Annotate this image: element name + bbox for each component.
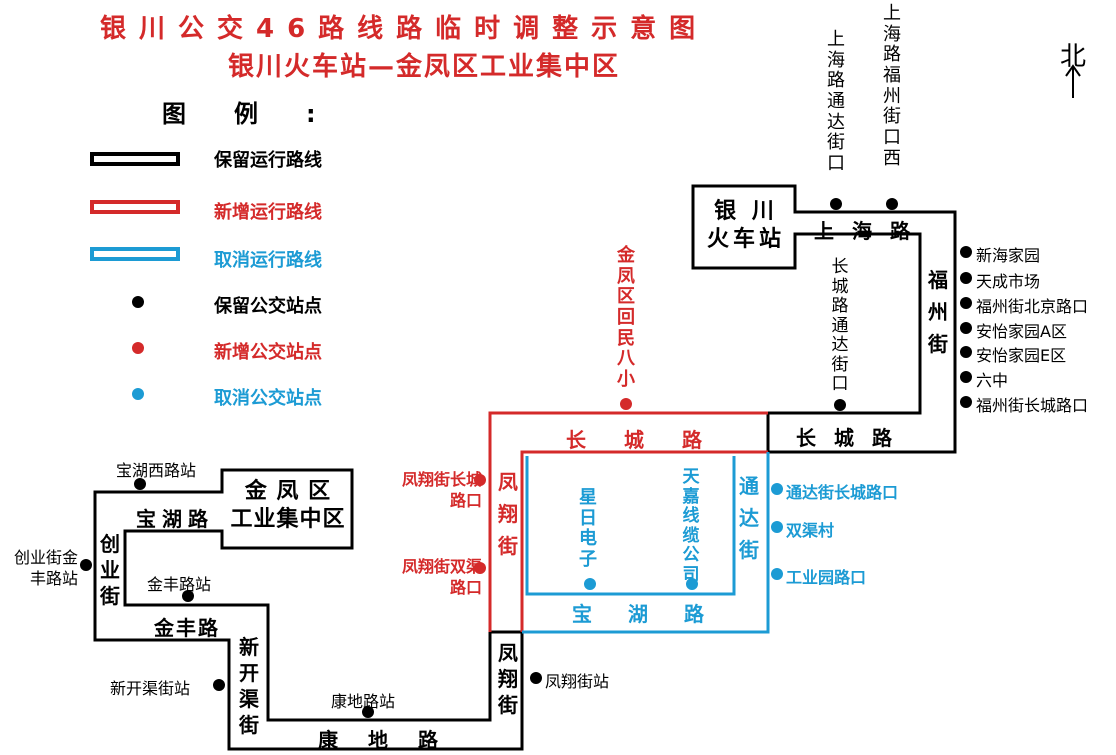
north-arrow-icon xyxy=(1065,64,1081,98)
stop-dot-kept xyxy=(960,297,972,309)
stop-dot-kept xyxy=(362,706,374,718)
stop-label: 凤翔街双渠路口 xyxy=(401,557,482,597)
stop-dot-kept xyxy=(830,198,842,210)
stop-dot-cancelled xyxy=(686,578,698,590)
road-chuangye-street: 创业街 xyxy=(100,532,120,608)
cancelled-route-lines xyxy=(522,452,770,634)
stop-label: 宝湖西路站 xyxy=(116,461,197,480)
stop-label: 六中 xyxy=(976,371,1009,390)
stop-label: 长城路通达街口 xyxy=(831,257,849,395)
stop-label: 凤翔街长城路口 xyxy=(401,470,482,510)
legend-dot-cancelled-stop xyxy=(132,388,144,400)
road-baohu-west: 宝湖路 xyxy=(136,507,214,531)
stop-label: 上海路通达街口 xyxy=(827,29,845,175)
stop-dot-added xyxy=(474,474,486,486)
road-changcheng-west: 长城路 xyxy=(566,428,740,452)
road-kangdi: 康地路 xyxy=(318,728,468,752)
stop-dot-kept xyxy=(182,590,194,602)
stop-dot-cancelled xyxy=(584,578,596,590)
stop-label: 天成市场 xyxy=(976,272,1041,291)
stop-label: 福州街长城路口 xyxy=(976,396,1089,415)
stop-dot-kept xyxy=(960,322,972,334)
road-changcheng-east: 长城路 xyxy=(796,426,910,450)
stop-dot-kept xyxy=(960,396,972,408)
road-jinfeng: 金丰路 xyxy=(154,616,220,640)
legend-dot-kept-stop xyxy=(132,296,144,308)
legend-heading: 图例: xyxy=(162,100,364,128)
stop-label: 金丰路站 xyxy=(147,575,212,594)
stop-dot-kept xyxy=(960,272,972,284)
stop-dot-kept xyxy=(134,478,146,490)
stop-label: 凤翔街站 xyxy=(545,672,610,691)
legend-label-added-route: 新增运行路线 xyxy=(214,202,322,223)
legend-swatch-cancelled-route xyxy=(90,247,180,261)
added-route-inner xyxy=(520,450,768,632)
added-route-lines xyxy=(488,411,768,632)
stop-label: 金凤区回民八小 xyxy=(617,245,635,391)
stop-dot-added xyxy=(474,562,486,574)
north-label: 北 xyxy=(1060,42,1087,72)
map-title: 银川公交46路线路临时调整示意图 xyxy=(100,14,709,44)
legend-swatch-kept-route xyxy=(90,152,180,166)
stop-dot-kept xyxy=(960,246,972,258)
stop-dot-cancelled xyxy=(771,483,783,495)
stop-dot-kept xyxy=(834,399,846,411)
cancelled-route-inner xyxy=(525,456,736,596)
legend-swatch-added-route xyxy=(90,200,180,214)
road-baohu-center: 宝湖路 xyxy=(572,602,740,626)
added-route-outer xyxy=(488,411,768,632)
terminal-yinchuan-station: 银 川 火车站 xyxy=(706,199,785,252)
stop-dot-kept xyxy=(530,672,542,684)
legend-label-added-stop: 新增公交站点 xyxy=(214,342,322,363)
road-xinkaiqu-street: 新开渠街 xyxy=(239,635,259,737)
stop-label: 安怡家园E区 xyxy=(976,346,1067,365)
stop-dot-cancelled xyxy=(771,568,783,580)
road-shanghai: 上海路 xyxy=(814,219,928,243)
legend-label-cancelled-stop: 取消公交站点 xyxy=(214,388,322,409)
stop-dot-kept xyxy=(960,371,972,383)
road-fuzhou-street: 福州街 xyxy=(928,268,948,356)
terminal-jinfeng-zone: 金 凤 区 工业集中区 xyxy=(230,479,346,532)
stop-label: 工业园路口 xyxy=(786,568,867,587)
stop-dot-kept xyxy=(960,346,972,358)
stop-label: 天嘉线缆公司 xyxy=(682,467,700,585)
legend-dot-added-stop xyxy=(132,342,144,354)
stop-label: 安怡家园A区 xyxy=(976,322,1067,341)
legend-label-kept-stop: 保留公交站点 xyxy=(214,296,322,317)
west-route-box xyxy=(93,468,524,751)
stop-dot-kept xyxy=(886,198,898,210)
road-fengxiang-street-south: 凤翔街 xyxy=(498,641,518,717)
stop-label: 星日电子 xyxy=(579,487,597,571)
stop-label: 康地路站 xyxy=(331,692,396,711)
stop-label: 上海路福州街口西 xyxy=(883,3,901,169)
stop-label: 福州街北京路口 xyxy=(976,297,1089,316)
stop-label: 新开渠街站 xyxy=(110,679,191,698)
cancelled-route-outer xyxy=(522,452,770,634)
stop-dot-cancelled xyxy=(771,521,783,533)
map-subtitle: 银川火车站—金凤区工业集中区 xyxy=(228,52,621,82)
stop-label: 双渠村 xyxy=(786,521,835,540)
legend-label-cancelled-route: 取消运行路线 xyxy=(214,250,322,271)
stop-dot-kept xyxy=(213,679,225,691)
stop-dot-kept xyxy=(80,559,92,571)
stop-label: 通达街长城路口 xyxy=(786,483,899,502)
stop-label: 创业街金丰路站 xyxy=(13,548,78,588)
stop-dot-added xyxy=(620,398,632,410)
legend-label-kept-route: 保留运行路线 xyxy=(214,150,322,171)
road-fengxiang-street-north: 凤翔街 xyxy=(498,470,518,558)
stop-label: 新海家园 xyxy=(976,246,1041,265)
road-tongda-street: 通达街 xyxy=(739,474,759,562)
